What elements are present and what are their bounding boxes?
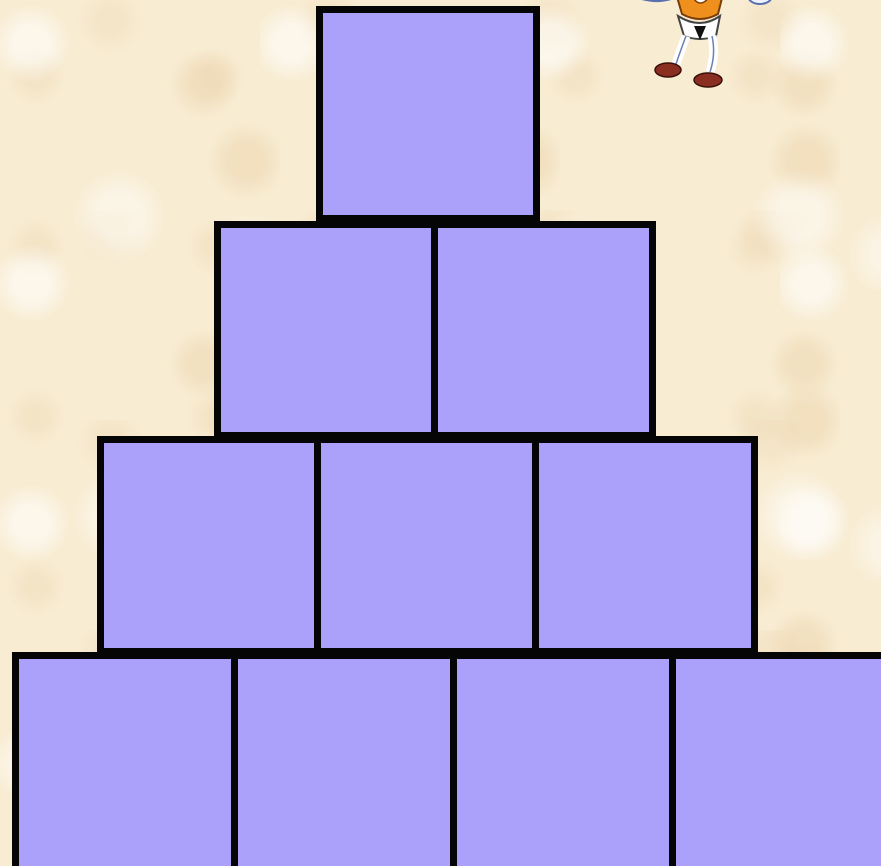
pyramid-block[interactable] [97, 436, 321, 655]
pyramid-block[interactable] [214, 221, 438, 439]
pyramid-block[interactable] [12, 652, 238, 866]
pyramid-block[interactable] [450, 652, 676, 866]
pyramid-block[interactable] [669, 652, 881, 866]
pyramid-block[interactable] [316, 6, 540, 222]
pyramid-block[interactable] [231, 652, 457, 866]
cartoon-character-icon [620, 0, 780, 100]
pyramid-block[interactable] [431, 221, 656, 439]
pyramid-block[interactable] [532, 436, 758, 655]
pyramid-block[interactable] [314, 436, 539, 655]
